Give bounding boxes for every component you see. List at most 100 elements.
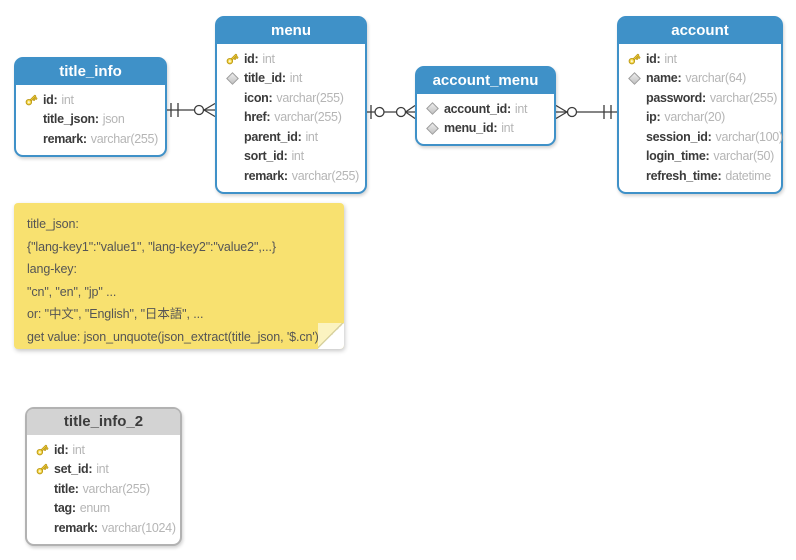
icon-spacer — [626, 149, 642, 163]
field-row-name[interactable]: name varchar(64) — [619, 69, 781, 89]
icon-spacer — [34, 501, 50, 515]
field-row-login_time[interactable]: login_time varchar(50) — [619, 147, 781, 167]
icon-spacer — [224, 130, 240, 144]
table-title[interactable]: menu — [217, 18, 365, 44]
note-line: title_json: — [27, 217, 79, 231]
field-type: varchar(255) — [274, 110, 342, 125]
table-title[interactable]: title_info_2 — [27, 409, 180, 435]
field-name: title — [54, 482, 79, 496]
relationship-menu-account_menu[interactable] — [367, 104, 416, 120]
table-title_info_2[interactable]: title_info_2 id int set_id int title var… — [25, 407, 182, 546]
icon-spacer — [23, 112, 39, 126]
field-type: varchar(255) — [291, 168, 360, 183]
field-type: varchar(1024) — [101, 520, 176, 535]
icon-spacer — [34, 482, 50, 496]
field-name: remark — [244, 169, 288, 183]
sticky-note[interactable]: title_json: {"lang-key1":"value1", "lang… — [14, 203, 344, 349]
field-name: title_id — [244, 71, 286, 85]
field-name: tag — [54, 501, 76, 515]
note-line: get value: json_unquote(json_extract(tit… — [27, 329, 319, 344]
table-title[interactable]: account — [619, 18, 781, 44]
table-title[interactable]: title_info — [16, 59, 165, 85]
field-name: id — [54, 443, 68, 457]
field-name: account_id — [444, 102, 511, 116]
field-name: title_json — [43, 112, 99, 126]
field-type: json — [102, 112, 125, 127]
field-type: varchar(255) — [709, 90, 778, 105]
crow-foot — [405, 104, 416, 113]
table-body: id int name varchar(64) password varchar… — [619, 44, 783, 192]
field-type: int — [72, 442, 85, 457]
field-row-refresh_time[interactable]: refresh_time datetime — [619, 166, 781, 186]
diamond-icon — [224, 71, 240, 85]
field-name: id — [646, 52, 660, 66]
field-row-account_id[interactable]: account_id int — [417, 99, 554, 119]
field-row-href[interactable]: href varchar(255) — [217, 108, 365, 128]
icon-spacer — [224, 110, 240, 124]
field-type: int — [262, 51, 275, 66]
field-row-sort_id[interactable]: sort_id int — [217, 147, 365, 167]
icon-spacer — [626, 91, 642, 105]
field-name: id — [43, 93, 57, 107]
field-row-title_json[interactable]: title_json json — [16, 110, 165, 130]
icon-spacer — [224, 91, 240, 105]
diamond-icon — [424, 102, 440, 116]
field-row-id[interactable]: id int — [16, 90, 165, 110]
icon-spacer — [626, 130, 642, 144]
field-row-password[interactable]: password varchar(255) — [619, 88, 781, 108]
table-title_info[interactable]: title_info id int title_json json remark… — [14, 57, 167, 157]
note-fold-corner — [318, 323, 344, 349]
table-title[interactable]: account_menu — [417, 68, 554, 94]
field-type: enum — [79, 501, 110, 516]
field-type: int — [501, 121, 514, 136]
field-row-title[interactable]: title varchar(255) — [27, 479, 180, 499]
field-name: ip — [646, 110, 660, 124]
field-row-title_id[interactable]: title_id int — [217, 69, 365, 89]
field-type: int — [664, 51, 677, 66]
icon-spacer — [34, 521, 50, 535]
field-name: parent_id — [244, 130, 301, 144]
field-row-session_id[interactable]: session_id varchar(100) — [619, 127, 783, 147]
field-type: varchar(20) — [664, 110, 726, 125]
crow-foot — [405, 111, 416, 120]
table-account[interactable]: account id int name varchar(64) password… — [617, 16, 783, 194]
field-row-id[interactable]: id int — [619, 49, 781, 69]
field-row-remark[interactable]: remark varchar(1024) — [27, 518, 180, 538]
field-name: password — [646, 91, 706, 105]
field-row-set_id[interactable]: set_id int — [27, 460, 180, 480]
table-body: id int title_id int icon varchar(255) hr… — [217, 44, 365, 192]
cardinality-circle — [374, 106, 385, 118]
relationship-account_menu-account[interactable] — [555, 104, 617, 120]
field-name: href — [244, 110, 270, 124]
crow-foot — [203, 109, 216, 118]
table-account_menu[interactable]: account_menu account_id int menu_id int — [415, 66, 556, 146]
field-type: datetime — [725, 168, 771, 183]
field-row-parent_id[interactable]: parent_id int — [217, 127, 365, 147]
field-name: icon — [244, 91, 272, 105]
table-menu[interactable]: menu id int title_id int icon varchar(25… — [215, 16, 367, 194]
field-row-tag[interactable]: tag enum — [27, 499, 180, 519]
icon-spacer — [626, 110, 642, 124]
field-row-id[interactable]: id int — [217, 49, 365, 69]
field-row-ip[interactable]: ip varchar(20) — [619, 108, 781, 128]
relationship-title_info-menu[interactable] — [167, 102, 216, 118]
field-type: varchar(255) — [276, 90, 344, 105]
crow-foot — [203, 102, 216, 111]
diamond-icon — [626, 71, 642, 85]
note-line: or: "中文", "English", "日本語", ... — [27, 307, 204, 321]
field-type: int — [96, 462, 109, 477]
field-type: int — [291, 149, 304, 164]
field-row-icon[interactable]: icon varchar(255) — [217, 88, 365, 108]
field-row-menu_id[interactable]: menu_id int — [417, 119, 554, 139]
field-row-id[interactable]: id int — [27, 440, 180, 460]
field-name: remark — [54, 521, 98, 535]
field-row-remark[interactable]: remark varchar(255) — [16, 129, 165, 149]
key-icon — [626, 52, 642, 66]
field-row-remark[interactable]: remark varchar(255) — [217, 166, 365, 186]
crow-foot — [555, 111, 568, 120]
field-name: refresh_time — [646, 169, 721, 183]
cardinality-circle — [193, 104, 205, 116]
key-icon — [34, 462, 50, 476]
key-icon — [23, 93, 39, 107]
